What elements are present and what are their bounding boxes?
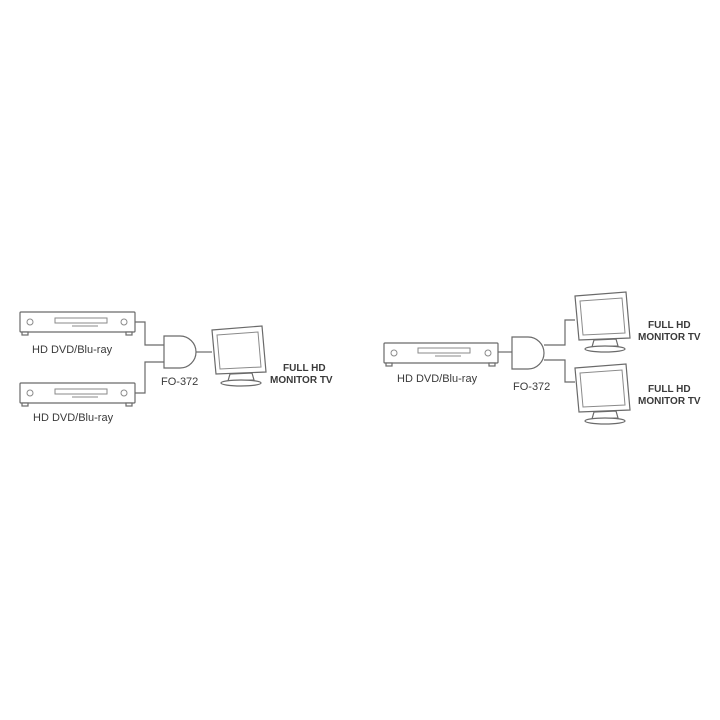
right-diagram xyxy=(383,291,631,425)
wire-bottom-source xyxy=(135,361,164,394)
left-diagram xyxy=(19,311,267,407)
tv-icon-bottom xyxy=(574,363,631,425)
tv-icon-top xyxy=(574,291,631,353)
wire-to-bottom-tv xyxy=(544,359,575,383)
source-label-bottom: HD DVD/Blu-ray xyxy=(33,412,114,424)
player-icon xyxy=(383,342,499,367)
source-label-top: HD DVD/Blu-ray xyxy=(32,344,113,356)
switch-icon xyxy=(511,336,545,370)
tv-label-line1: FULL HD xyxy=(283,363,326,374)
wire-to-top-tv xyxy=(544,319,575,346)
source-label: HD DVD/Blu-ray xyxy=(397,373,478,385)
tv-icon xyxy=(211,325,267,387)
switch-label: FO-372 xyxy=(161,376,199,388)
tv-top-label-line1: FULL HD xyxy=(648,320,691,331)
tv-top-label-line2: MONITOR TV xyxy=(638,332,701,343)
tv-bottom-label-line2: MONITOR TV xyxy=(638,396,701,407)
switch-label: FO-372 xyxy=(513,381,551,393)
tv-bottom-label-line1: FULL HD xyxy=(648,384,691,395)
switch-icon xyxy=(163,335,197,369)
tv-label-line2: MONITOR TV xyxy=(270,375,333,386)
wire-top-source xyxy=(135,321,164,346)
player-icon-bottom xyxy=(19,382,136,407)
player-icon-top xyxy=(19,311,136,336)
